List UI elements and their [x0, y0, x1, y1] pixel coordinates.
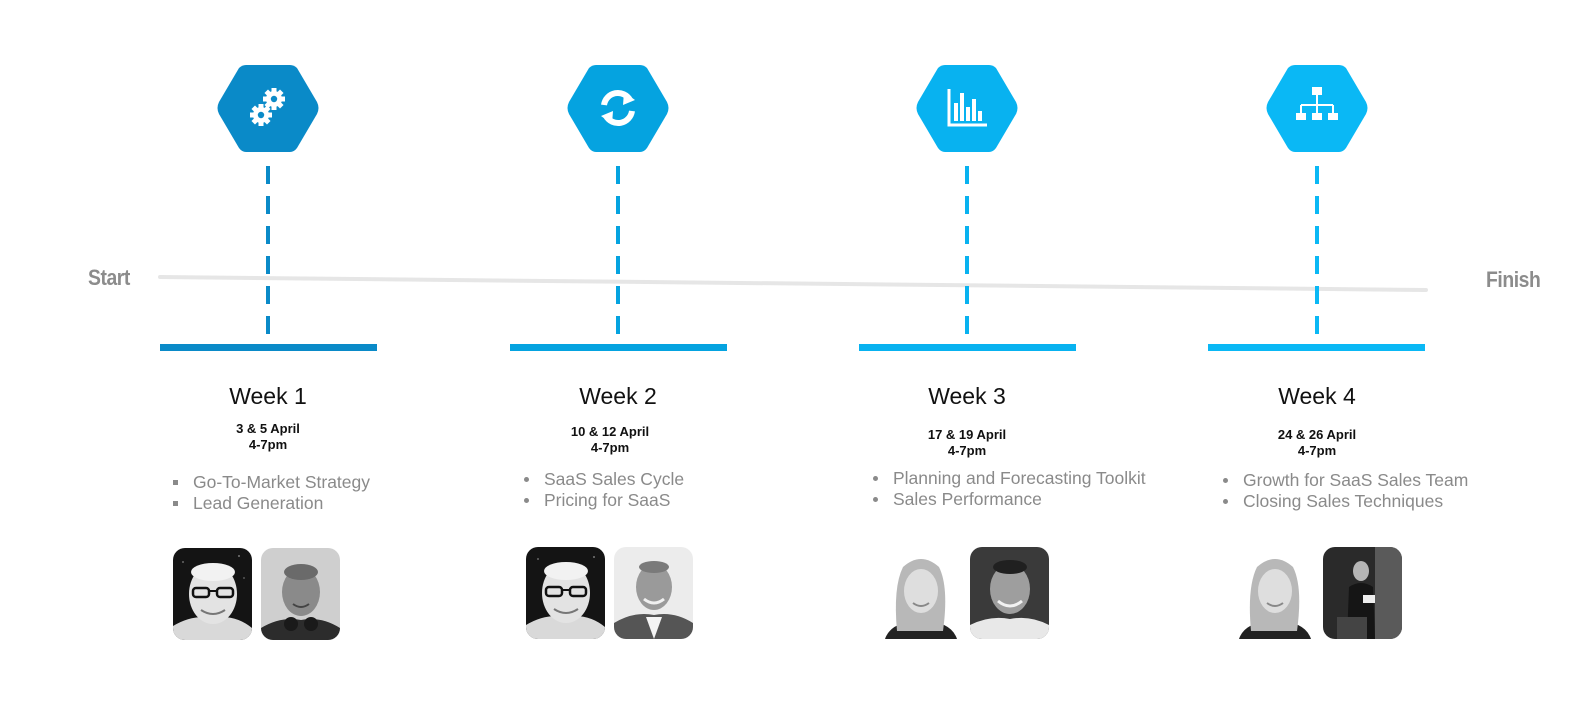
week-4-column: Week 4 24 & 26 April 4-7pm Growth for Sa… — [1137, 0, 1497, 712]
week-1-dates: 3 & 5 April — [236, 421, 300, 436]
week-1-topics: Go-To-Market Strategy Lead Generation — [171, 472, 370, 514]
week-2-connector — [616, 166, 620, 346]
avatar — [173, 548, 252, 640]
avatar — [526, 547, 605, 639]
week-1-connector — [266, 166, 270, 346]
start-label: Start — [88, 265, 130, 290]
week-3-schedule: 17 & 19 April 4-7pm — [847, 427, 1087, 459]
week-4-dates: 24 & 26 April — [1277, 427, 1357, 442]
week-2-base-bar — [510, 344, 727, 351]
week-3-column: Week 3 17 & 19 April 4-7pm Planning and … — [787, 0, 1147, 712]
week-2-topics: SaaS Sales Cycle Pricing for SaaS — [522, 469, 684, 511]
week-3-connector — [965, 166, 969, 346]
avatar — [614, 547, 693, 639]
avatar — [881, 547, 960, 639]
finish-label: Finish — [1486, 267, 1541, 292]
refresh-cycle-icon — [601, 89, 635, 127]
week-4-time: 4-7pm — [1297, 443, 1337, 458]
week-3-dates: 17 & 19 April — [927, 427, 1007, 442]
avatar — [261, 548, 340, 640]
week-2-schedule: 10 & 12 April 4-7pm — [490, 424, 730, 456]
week-2-dates: 10 & 12 April — [570, 424, 650, 439]
week-4-hexagon — [1265, 62, 1369, 154]
gears-icon — [250, 88, 285, 126]
list-item: Pricing for SaaS — [522, 490, 684, 511]
week-4-topics: Growth for SaaS Sales Team Closing Sales… — [1221, 470, 1468, 512]
avatar — [1323, 547, 1402, 639]
week-4-base-bar — [1208, 344, 1425, 351]
avatar — [1235, 547, 1314, 639]
avatar — [970, 547, 1049, 639]
week-2-hexagon — [566, 62, 670, 154]
bar-chart-icon — [947, 89, 987, 127]
week-1-title: Week 1 — [229, 383, 307, 409]
week-3-base-bar — [859, 344, 1076, 351]
list-item: Go-To-Market Strategy — [171, 472, 370, 493]
week-1-base-bar — [160, 344, 377, 351]
week-1-schedule: 3 & 5 April 4-7pm — [148, 421, 388, 453]
week-1-hexagon — [216, 62, 320, 154]
week-2-column: Week 2 10 & 12 April 4-7pm SaaS Sales Cy… — [438, 0, 798, 712]
week-4-title: Week 4 — [1278, 383, 1356, 409]
week-3-title: Week 3 — [928, 383, 1006, 409]
list-item: Lead Generation — [171, 493, 370, 514]
week-4-schedule: 24 & 26 April 4-7pm — [1197, 427, 1437, 459]
week-3-time: 4-7pm — [947, 443, 987, 458]
week-3-topics: Planning and Forecasting Toolkit Sales P… — [871, 468, 1146, 510]
week-2-title: Week 2 — [579, 383, 657, 409]
list-item: Closing Sales Techniques — [1221, 491, 1468, 512]
list-item: Planning and Forecasting Toolkit — [871, 468, 1146, 489]
week-2-time: 4-7pm — [590, 440, 630, 455]
org-chart-icon — [1296, 87, 1338, 120]
list-item: Growth for SaaS Sales Team — [1221, 470, 1468, 491]
week-3-hexagon — [915, 62, 1019, 154]
list-item: SaaS Sales Cycle — [522, 469, 684, 490]
week-1-column: Week 1 3 & 5 April 4-7pm Go-To-Market St… — [88, 0, 448, 712]
week-1-time: 4-7pm — [248, 437, 288, 452]
list-item: Sales Performance — [871, 489, 1146, 510]
week-4-connector — [1315, 166, 1319, 346]
